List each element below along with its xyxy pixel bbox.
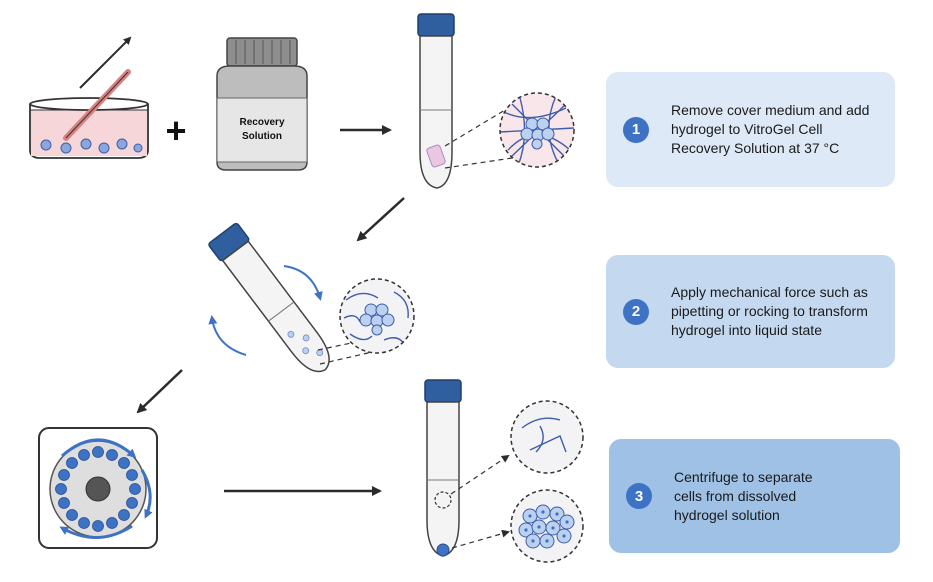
arrow-to-centrifuge: [136, 369, 183, 414]
zoom-line-3b: [451, 529, 510, 549]
rocking-arrow-bottom-icon: [208, 315, 247, 356]
zoom-loosened-network-icon: [339, 278, 415, 354]
recovery-solution-bottle-icon: [216, 37, 308, 171]
removal-arrow-icon: [79, 36, 132, 89]
step-1-text: Remove cover medium and add hydrogel to …: [671, 102, 870, 156]
centrifuge-tube-2-icon: [208, 222, 330, 373]
arrow-to-tube-2: [356, 197, 405, 242]
zoom-line-3a: [450, 454, 510, 495]
zoom-line-1b: [444, 157, 513, 169]
step-2-box: 2 Apply mechanical force such as pipetti…: [606, 255, 895, 368]
zoom-dissolved-hydrogel-icon: [510, 400, 584, 474]
plus-sign: +: [165, 110, 186, 151]
step-3-number-badge: 3: [626, 483, 652, 509]
petri-dish-icon: [29, 69, 149, 159]
zoom-line-1a: [444, 109, 506, 147]
zoom-line-2a: [317, 341, 357, 351]
step-3-text: Centrifuge to separate cells from dissol…: [674, 468, 813, 523]
step-1-box: 1 Remove cover medium and add hydrogel t…: [606, 72, 895, 187]
bottle-label-line2: Solution: [242, 131, 282, 142]
step-3-box: 3 Centrifuge to separate cells from diss…: [609, 439, 900, 553]
rocking-arrow-top-icon: [283, 265, 323, 301]
step-2-number-badge: 2: [623, 298, 649, 325]
centrifuge-tube-3-icon: [424, 379, 462, 557]
zoom-cell-pellet-icon: [510, 489, 584, 563]
step-1-number-badge: 1: [623, 116, 649, 143]
step-2-text: Apply mechanical force such as pipetting…: [671, 284, 868, 338]
zoom-hydrogel-network-icon: [499, 92, 575, 168]
centrifuge-rotor-icon: [38, 427, 158, 549]
centrifuge-tube-1-icon: [417, 13, 455, 189]
bottle-label-line1: Recovery: [239, 117, 284, 128]
